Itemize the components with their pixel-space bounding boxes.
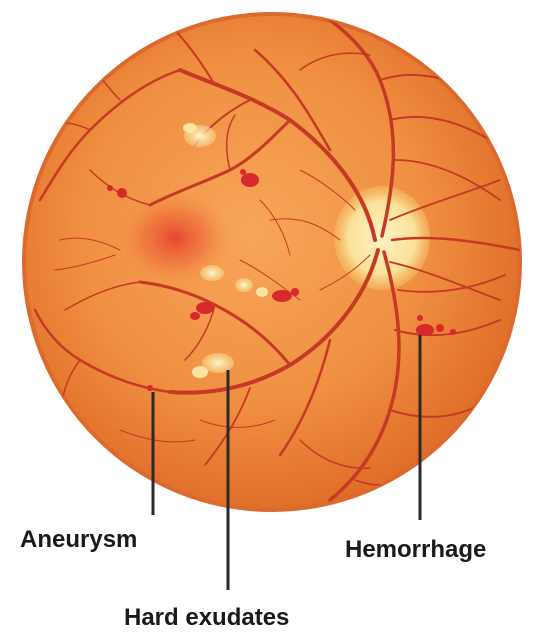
aneurysm-label: Aneurysm bbox=[20, 526, 137, 554]
hemorrhage-label: Hemorrhage bbox=[345, 536, 486, 564]
fundus bbox=[26, 16, 518, 508]
hard-exudates-label: Hard exudates bbox=[124, 604, 289, 632]
